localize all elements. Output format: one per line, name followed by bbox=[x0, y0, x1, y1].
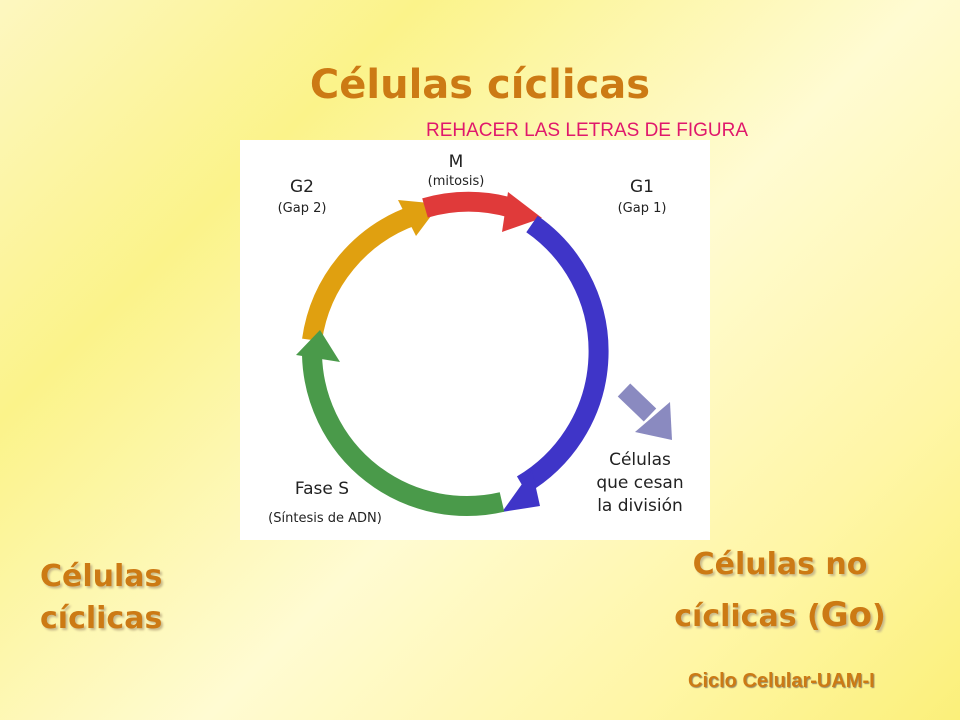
cyclic-cells-line1: Células bbox=[40, 559, 163, 594]
g1-label: G1 bbox=[630, 177, 654, 197]
g2-arc bbox=[302, 205, 419, 342]
cyclic-cells-line2: cíclicas bbox=[40, 601, 163, 636]
g2-label: G2 bbox=[290, 177, 314, 197]
s-label: Fase S bbox=[295, 479, 349, 499]
s-arc bbox=[302, 354, 505, 516]
s-sublabel: (Síntesis de ADN) bbox=[268, 511, 382, 526]
m-label: M bbox=[449, 152, 464, 172]
cell-cycle-figure: M (mitosis) G1 (Gap 1) G2 (Gap 2) Fase S… bbox=[240, 140, 710, 540]
g1-arrowhead bbox=[502, 470, 540, 512]
slide-title: Células cíclicas bbox=[309, 62, 651, 108]
non-cyclic-line2: cíclicas (Go) bbox=[620, 590, 940, 642]
cell-cycle-diagram: M (mitosis) G1 (Gap 1) G2 (Gap 2) Fase S… bbox=[268, 152, 683, 526]
g1-arc bbox=[516, 215, 609, 494]
g2-sublabel: (Gap 2) bbox=[278, 201, 327, 216]
s-arrowhead bbox=[296, 330, 340, 362]
footer-credit: Ciclo Celular-UAM-I bbox=[688, 670, 875, 692]
go-label: Go bbox=[820, 595, 872, 635]
non-cyclic-cells-label: Células no cíclicas (Go) bbox=[620, 540, 940, 642]
exit-label-line3: la división bbox=[597, 496, 683, 516]
g1-sublabel: (Gap 1) bbox=[618, 201, 667, 216]
non-cyclic-prefix: cíclicas ( bbox=[674, 599, 821, 634]
exit-label-line1: Células bbox=[609, 450, 671, 470]
cyclic-cells-label: Células cíclicas bbox=[40, 556, 162, 640]
exit-label-line2: que cesan bbox=[596, 473, 683, 493]
m-sublabel: (mitosis) bbox=[428, 174, 485, 189]
redo-note: REHACER LAS LETRAS DE FIGURA bbox=[426, 120, 749, 141]
non-cyclic-line1: Células no bbox=[692, 547, 868, 582]
m-arc bbox=[422, 191, 515, 218]
non-cyclic-suffix: ) bbox=[872, 599, 886, 634]
exit-arrow bbox=[617, 383, 657, 422]
m-arrowhead bbox=[502, 192, 542, 232]
exit-arrowhead bbox=[635, 402, 672, 440]
